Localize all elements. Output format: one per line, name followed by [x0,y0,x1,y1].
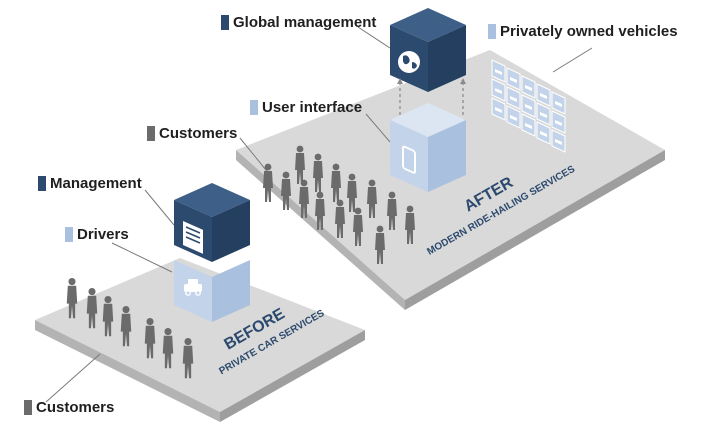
car-icon [510,115,517,121]
management-text: Management [50,175,142,192]
car-icon [510,77,517,83]
light-blue-marker [250,100,258,115]
car-icon [495,69,502,75]
car-icon [525,123,532,129]
car-icon [525,85,532,91]
car-icon [510,96,517,102]
global-management-cube [390,8,466,92]
navy-marker [221,15,229,30]
taxi-icon [184,279,202,296]
car-icon [495,107,502,113]
label-user-interface: User interface [250,99,362,116]
gray-marker [147,126,155,141]
user-interface-text: User interface [262,99,363,116]
customers-after-text: Customers [159,125,238,142]
label-management: Management [38,175,142,192]
global-management-text: Global management [233,14,377,31]
car-icon [555,101,562,107]
connection-arrows [399,82,464,118]
label-privately-owned-vehicles: Privately owned vehicles [488,23,678,40]
before-platform [35,258,365,422]
label-customers-after: Customers [147,125,237,142]
gray-marker [24,400,32,415]
label-global-management: Global management [221,14,376,31]
user-interface-cube [390,103,466,192]
label-customers-before: Customers [24,399,114,416]
navy-marker [38,176,46,191]
smartphone-icon [402,145,416,174]
leader-lines [45,26,593,403]
car-icon [495,88,502,94]
car-icon [555,139,562,145]
drivers-text: Drivers [77,226,129,243]
label-drivers: Drivers [65,226,129,243]
car-icon [540,131,547,137]
car-icon [555,120,562,126]
drivers-cube [174,260,250,322]
car-icon [525,104,532,110]
car-grid-icon [491,59,566,153]
privately-owned-vehicles-text: Privately owned vehicles [500,23,678,40]
management-cube [174,183,250,262]
light-blue-marker [65,227,73,242]
light-blue-marker [488,24,496,39]
car-icon [540,93,547,99]
globe-icon [398,51,420,73]
car-icon [540,112,547,118]
document-icon [183,221,203,254]
customers-before-text: Customers [36,399,115,416]
